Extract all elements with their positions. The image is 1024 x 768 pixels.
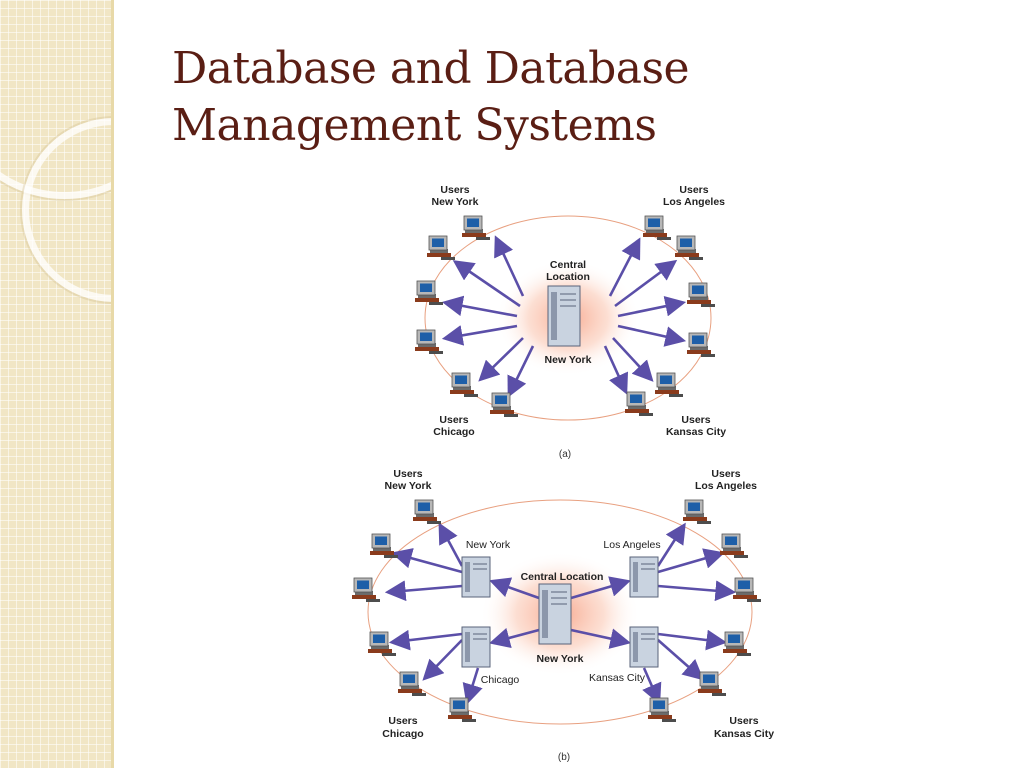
workstation-icon: [490, 392, 518, 417]
workstation-icon: [450, 372, 478, 397]
connection-arrow: [642, 667, 662, 705]
central-location-label: Central: [550, 259, 586, 271]
diagram-caption: (b): [558, 752, 570, 763]
connection-arrow: [488, 627, 540, 649]
workstation-icon: [675, 235, 703, 260]
workstation-icon: [643, 215, 671, 240]
connection-arrow: [612, 337, 654, 382]
users-group-label: New York: [385, 480, 432, 492]
users-group-label: Chicago: [433, 426, 474, 438]
regional-server-icon: [629, 556, 659, 598]
users-group-label: New York: [432, 196, 479, 208]
connection-arrow: [608, 237, 641, 297]
workstation-icon: [413, 499, 441, 524]
decorative-sidebar: [0, 0, 114, 768]
central-city-label: New York: [545, 354, 592, 366]
connection-arrow: [462, 667, 483, 705]
workstation-icon: [698, 671, 726, 696]
connection-arrow: [570, 628, 632, 649]
workstation-icon: [687, 332, 715, 357]
central-location-label: Central Location: [521, 571, 604, 583]
connection-arrow: [489, 577, 540, 600]
slide-title-line: Management Systems: [172, 100, 657, 151]
users-group-label: Users: [711, 468, 740, 480]
users-group-label: Users: [679, 184, 708, 196]
regional-server-icon: [629, 626, 659, 668]
slide-title: Database and Database Management Systems: [172, 40, 792, 154]
connection-arrow: [441, 295, 518, 318]
workstation-icon: [398, 671, 426, 696]
users-group-label: Users: [439, 414, 468, 426]
connection-arrow: [507, 345, 535, 398]
users-group-label: Los Angeles: [695, 480, 757, 492]
workstation-icon: [687, 282, 715, 307]
workstation-icon: [648, 697, 676, 722]
connection-arrow: [657, 629, 728, 651]
workstation-icon: [370, 533, 398, 558]
connection-arrow: [384, 580, 463, 602]
workstation-icon: [427, 235, 455, 260]
connection-arrow: [494, 235, 525, 297]
central-server-icon: [547, 285, 581, 347]
connection-arrow: [657, 639, 704, 681]
central-location-label: Location: [546, 271, 590, 283]
connection-arrow: [422, 639, 463, 681]
users-group-label: Los Angeles: [663, 196, 725, 208]
users-group-label: Kansas City: [714, 728, 774, 740]
users-group-label: Users: [440, 184, 469, 196]
workstation-icon: [368, 631, 396, 656]
orbit-ring: [367, 499, 753, 725]
regional-server-icon: [461, 556, 491, 598]
workstation-icon: [723, 631, 751, 656]
connection-arrow: [614, 259, 678, 308]
centralized-database-diagram: Central Location New York Users New York…: [415, 184, 726, 460]
connection-arrow: [452, 260, 521, 308]
connection-arrow: [657, 580, 737, 602]
central-city-label: New York: [537, 653, 584, 665]
slide-title-line: Database and Database: [172, 43, 690, 94]
connection-arrow: [570, 576, 631, 600]
users-group-label: Users: [388, 715, 417, 727]
workstation-icon: [352, 577, 380, 602]
regional-server-group: [461, 556, 659, 668]
workstation-group: [415, 215, 715, 417]
connection-arrow: [617, 324, 687, 347]
regional-server-label: Kansas City: [589, 672, 646, 684]
regional-server-icon: [461, 626, 491, 668]
regional-server-label: Los Angeles: [603, 539, 660, 551]
connection-arrow: [390, 548, 463, 574]
workstation-icon: [448, 697, 476, 722]
workstation-icon: [415, 329, 443, 354]
regional-server-label: Chicago: [481, 674, 520, 686]
workstation-icon: [415, 280, 443, 305]
workstation-icon: [625, 391, 653, 416]
workstation-icon: [655, 372, 683, 397]
regional-server-label: New York: [466, 539, 511, 551]
users-group-label: Chicago: [382, 728, 423, 740]
connection-arrow: [657, 548, 725, 574]
distributed-database-diagram: Central Location New York New York Los A…: [352, 468, 774, 763]
orbit-ring: [424, 215, 712, 421]
users-group-label: Users: [681, 414, 710, 426]
connection-arrow: [656, 522, 686, 567]
connection-arrow: [603, 345, 629, 395]
workstation-icon: [720, 533, 748, 558]
connection-arrow: [478, 337, 524, 382]
users-group-label: Users: [729, 715, 758, 727]
connection-arrow: [441, 324, 518, 346]
sidebar-edge: [111, 0, 114, 768]
arrow-group: [441, 235, 687, 398]
central-server-icon: [538, 583, 572, 645]
users-group-label: Kansas City: [666, 426, 726, 438]
users-group-label: Users: [393, 468, 422, 480]
workstation-icon: [733, 577, 761, 602]
workstation-icon: [462, 215, 490, 240]
workstation-icon: [683, 499, 711, 524]
connection-arrow: [438, 522, 464, 567]
workstation-group: [352, 499, 761, 722]
connection-arrow: [617, 295, 687, 318]
diagram-caption: (a): [559, 449, 571, 460]
connection-arrow: [388, 629, 463, 651]
arrow-group: [384, 522, 737, 705]
